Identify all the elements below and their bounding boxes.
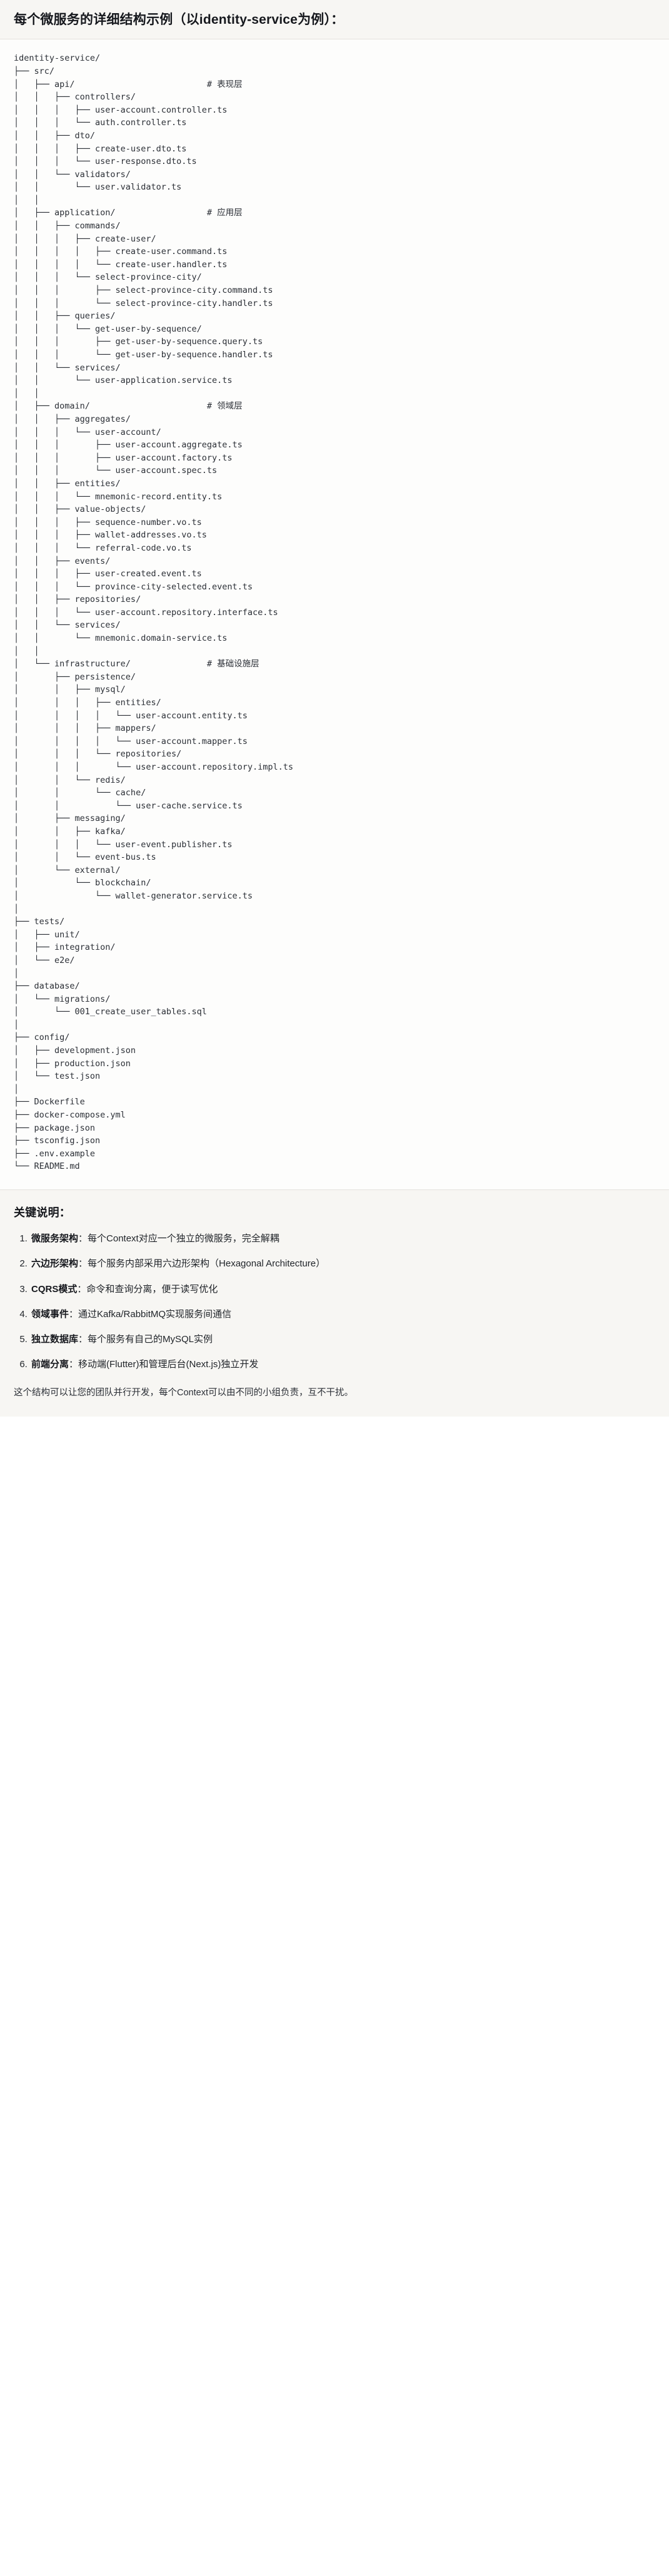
key-notes-section: 关键说明： 微服务架构：每个Context对应一个独立的微服务，完全解耦 六边形… — [0, 1190, 669, 1417]
list-item: 前端分离：移动端(Flutter)和管理后台(Next.js)独立开发 — [30, 1357, 655, 1372]
note-desc: ：每个服务内部采用六边形架构（Hexagonal Architecture） — [78, 1258, 326, 1270]
note-term: 独立数据库 — [31, 1334, 79, 1345]
note-desc: ：移动端(Flutter)和管理后台(Next.js)独立开发 — [69, 1359, 259, 1370]
page-header: 每个微服务的详细结构示例（以identity-service为例）： — [0, 0, 669, 40]
note-term: 微服务架构 — [31, 1233, 79, 1244]
note-term: 六边形架构 — [31, 1258, 79, 1270]
key-notes-title: 关键说明： — [14, 1206, 71, 1219]
list-item: 独立数据库：每个服务有自己的MySQL实例 — [30, 1332, 655, 1347]
note-desc: ：命令和查询分离，便于读写优化 — [77, 1283, 218, 1295]
list-item: 微服务架构：每个Context对应一个独立的微服务，完全解耦 — [30, 1231, 655, 1246]
closing-paragraph: 这个结构可以让您的团队并行开发，每个Context可以由不同的小组负责，互不干扰… — [14, 1387, 353, 1398]
page-title: 每个微服务的详细结构示例（以identity-service为例）： — [14, 13, 345, 27]
note-desc: ：每个服务有自己的MySQL实例 — [78, 1334, 213, 1345]
key-notes-list: 微服务架构：每个Context对应一个独立的微服务，完全解耦 六边形架构：每个服… — [14, 1231, 655, 1372]
list-item: CQRS模式：命令和查询分离，便于读写优化 — [30, 1282, 655, 1296]
directory-tree-block: identity-service/ ├── src/ │ ├── api/ # … — [0, 39, 669, 1190]
note-term: CQRS模式 — [31, 1283, 78, 1295]
note-term: 领域事件 — [31, 1308, 69, 1320]
list-item: 领域事件：通过Kafka/RabbitMQ实现服务间通信 — [30, 1307, 655, 1321]
list-item: 六边形架构：每个服务内部采用六边形架构（Hexagonal Architectu… — [30, 1256, 655, 1271]
note-term: 前端分离 — [31, 1359, 69, 1370]
note-desc: ：每个Context对应一个独立的微服务，完全解耦 — [78, 1233, 279, 1244]
note-desc: ：通过Kafka/RabbitMQ实现服务间通信 — [69, 1308, 232, 1320]
directory-tree: identity-service/ ├── src/ │ ├── api/ # … — [14, 53, 294, 1172]
